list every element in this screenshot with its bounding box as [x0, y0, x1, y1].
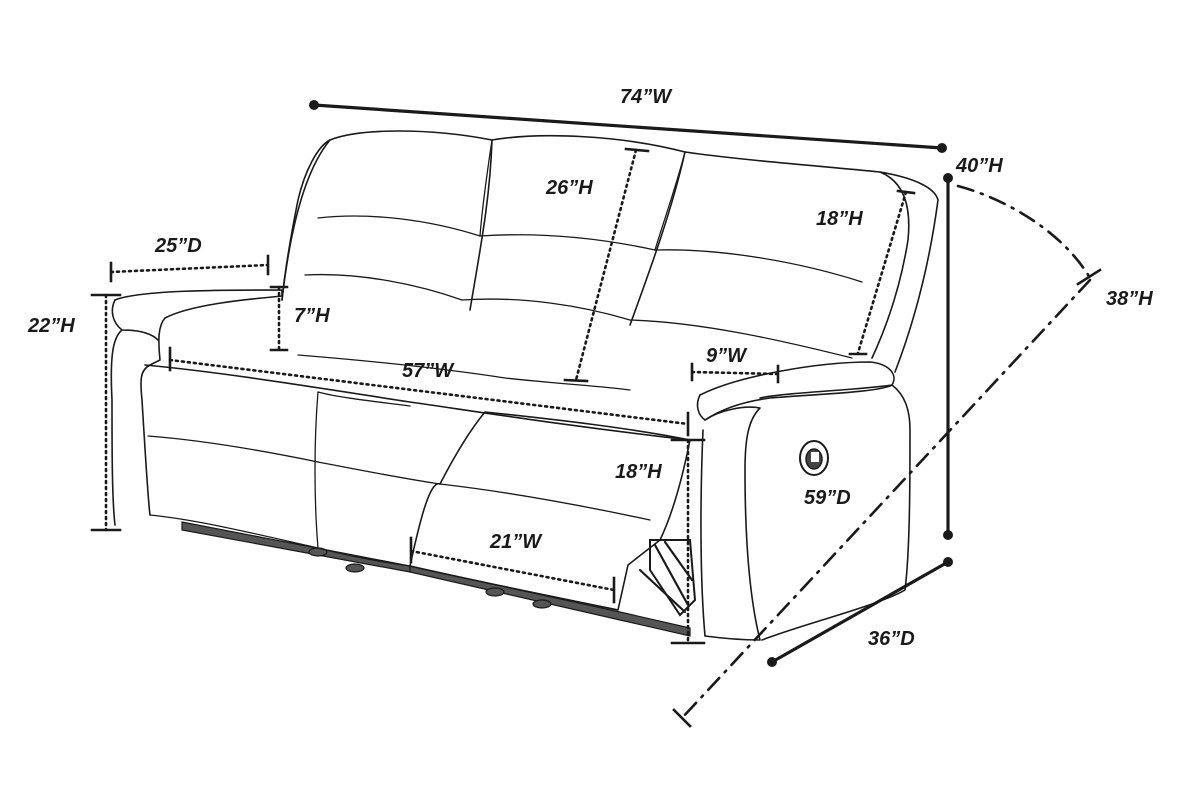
- back-cushion-left: [281, 130, 493, 311]
- dim-cap: [1076, 268, 1102, 286]
- recliner-handle-icon: [799, 440, 829, 476]
- back-height-line: [574, 148, 638, 382]
- dim-endpoint: [943, 530, 953, 540]
- sofa-foot: [485, 587, 505, 597]
- dim-cap: [896, 189, 916, 195]
- label-arm-height: 22”H: [27, 315, 75, 337]
- dim-endpoint: [937, 143, 947, 153]
- left-arm: [114, 289, 283, 516]
- sofa-foot: [345, 563, 365, 573]
- seat-seam: [314, 391, 319, 549]
- label-seat-height: 18”H: [615, 461, 662, 483]
- overall-depth-line: [770, 560, 950, 664]
- back-seam: [304, 273, 463, 301]
- dim-endpoint: [309, 100, 319, 110]
- back-side-height-line: [856, 190, 908, 355]
- dim-cap: [563, 378, 589, 383]
- label-seat-depth: 25”D: [154, 235, 202, 257]
- dim-cap: [624, 147, 650, 153]
- seat-seam: [317, 547, 411, 567]
- dim-endpoint: [767, 657, 777, 667]
- back-seam: [317, 215, 481, 237]
- arm-width-line: [690, 370, 780, 376]
- overall-width-line: [312, 103, 944, 150]
- dim-endpoint: [943, 173, 953, 183]
- back-right-side: [871, 171, 910, 359]
- right-arm-front: [696, 394, 761, 641]
- seat-seam: [147, 435, 319, 463]
- left-arm-front: [110, 299, 159, 526]
- back-cushion-left-side: [281, 139, 331, 301]
- dimension-labels: 74”W 40”H 38”H 36”D 59”D 26”H 18”H 9”W 5…: [27, 86, 1153, 650]
- back-seam: [654, 151, 686, 251]
- seat-seam: [317, 391, 411, 407]
- dimension-lines: [90, 100, 1102, 728]
- seat-seam: [317, 461, 441, 485]
- back-seam: [479, 139, 493, 237]
- back-cushion-center: [491, 134, 686, 326]
- footrest-width-line: [409, 549, 616, 592]
- label-overall-depth: 36”D: [868, 628, 915, 650]
- seat-seam: [149, 514, 319, 549]
- sofa-base: [181, 521, 411, 573]
- seat-depth-line: [109, 263, 270, 274]
- footrest-seam: [439, 483, 651, 521]
- dim-endpoint: [943, 557, 953, 567]
- label-recline-height: 38”H: [1106, 288, 1153, 310]
- seat-width-line: [168, 358, 690, 426]
- label-arm-width: 9”W: [706, 345, 748, 367]
- label-back-side-height: 18”H: [816, 208, 863, 230]
- back-seam: [654, 249, 863, 283]
- right-arm-top: [699, 361, 895, 421]
- label-overall-height: 40”H: [955, 155, 1003, 177]
- back-seam: [461, 298, 631, 321]
- back-cushion-right: [684, 151, 939, 373]
- label-arm-above-seat: 7”H: [294, 305, 330, 327]
- label-back-height: 26”H: [545, 177, 593, 199]
- sofa-foot: [532, 599, 552, 609]
- label-recline-depth: 59”D: [804, 487, 851, 509]
- seat-front: [144, 364, 691, 441]
- back-seam: [479, 234, 656, 251]
- label-footrest-width: 21”W: [489, 531, 543, 553]
- back-seam: [629, 319, 853, 359]
- back-seam: [297, 354, 631, 391]
- label-seat-width: 57”W: [402, 360, 455, 382]
- right-arm-side: [759, 384, 911, 641]
- dim-cap: [672, 708, 692, 728]
- label-overall-width: 74”W: [620, 86, 673, 108]
- recline-depth-line: [680, 278, 1092, 720]
- sofa-base-right: [409, 565, 691, 637]
- sofa-illustration: [110, 130, 939, 641]
- recline-height-arc: [956, 184, 1092, 280]
